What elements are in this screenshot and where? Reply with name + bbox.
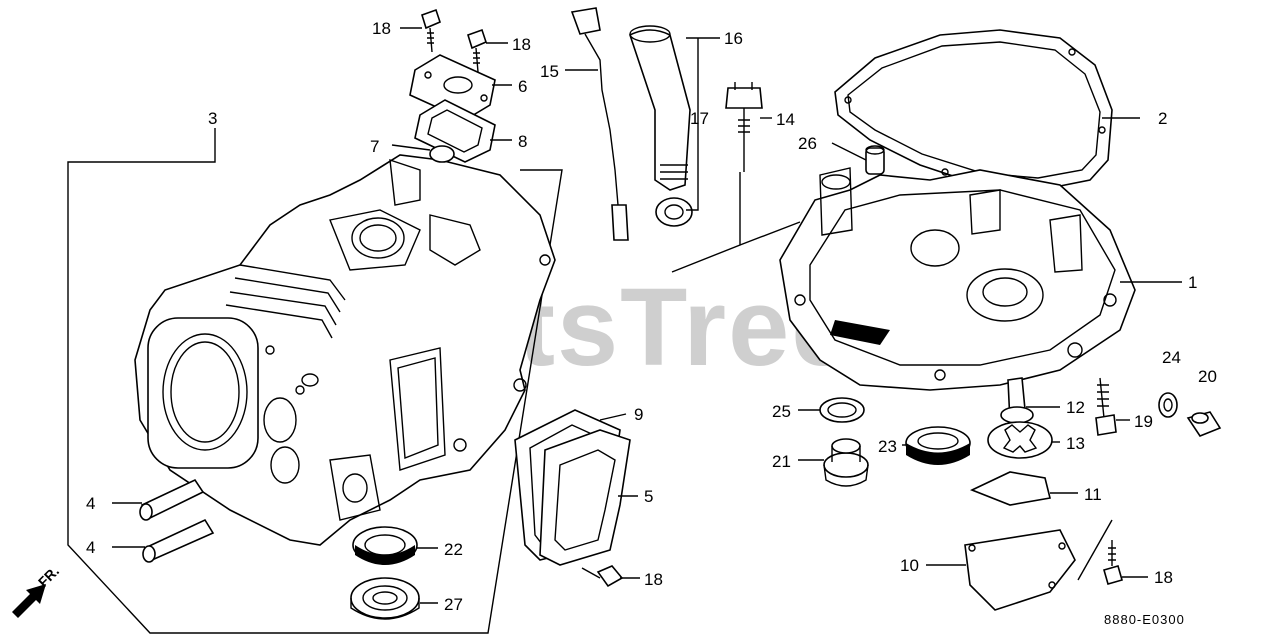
callout-18-c: 18 [644,570,663,589]
side-cover-5[interactable] [539,429,631,566]
callout-numbers: 1 2 3 4 4 5 6 7 8 9 10 11 12 13 14 15 16… [86,19,1217,614]
diagram-code: 8880-E0300 [1104,612,1185,627]
callout-1: 1 [1188,273,1197,292]
drain-plug-21[interactable] [823,438,869,487]
oil-pump-rotor-13[interactable] [987,421,1053,459]
oil-level-switch-14[interactable] [725,82,763,172]
dowel-pin-26[interactable] [865,145,885,175]
callout-24: 24 [1162,348,1181,367]
pump-cover-plate-10[interactable] [964,529,1076,611]
ball-bearing-27[interactable] [350,577,420,620]
oil-filler-tube-16[interactable] [629,25,691,191]
callout-14: 14 [776,110,795,129]
leader-lines [112,27,1182,604]
flange-bolt-18-bottom-center[interactable] [581,565,624,588]
callout-17: 17 [690,109,709,128]
callout-2: 2 [1158,109,1167,128]
pump-cover-gasket-11[interactable] [969,471,1051,506]
front-direction-arrow: FR. [12,563,62,618]
callout-12: 12 [1066,398,1085,417]
callout-7: 7 [370,137,379,156]
breather-gasket-8[interactable] [414,99,496,163]
callout-20: 20 [1198,367,1217,386]
oil-sensor-wire-15[interactable] [570,7,629,241]
dowel-pin-upper[interactable] [139,478,205,521]
o-ring-25[interactable] [819,397,865,423]
callout-5: 5 [644,487,653,506]
callout-18-d: 18 [1154,568,1173,587]
callout-4-upper: 4 [86,494,95,513]
breather-plate-6[interactable] [409,54,496,121]
callout-9: 9 [634,405,643,424]
callout-6: 6 [518,77,527,96]
flange-bolt-18-top-right[interactable] [467,28,487,73]
dowel-pin-lower[interactable] [142,518,215,563]
bolt-19[interactable] [1095,377,1117,436]
crankcase-gasket-2[interactable] [834,29,1113,191]
callout-25: 25 [772,402,791,421]
callout-11: 11 [1084,485,1102,504]
callout-10: 10 [900,556,919,575]
breather-valve-7[interactable] [429,145,455,163]
plug-bolt-20[interactable] [1186,411,1222,437]
callout-15: 15 [540,62,559,81]
callout-26: 26 [798,134,817,153]
flange-bolt-18-top-left[interactable] [421,8,441,53]
callout-3: 3 [208,109,217,128]
sealing-washer-24[interactable] [1158,392,1178,418]
callout-16: 16 [724,29,743,48]
crankcase-cover-1[interactable] [779,167,1136,391]
callout-23: 23 [878,437,897,456]
cylinder-block[interactable] [134,154,556,546]
oil-pump-shaft-12[interactable] [1000,377,1034,424]
callout-18-b: 18 [512,35,531,54]
callout-27: 27 [444,595,463,614]
callout-8: 8 [518,132,527,151]
callout-19: 19 [1134,412,1153,431]
front-label: FR. [35,563,62,590]
oil-seal-22[interactable] [352,526,418,565]
flange-bolt-18-bottom-right[interactable] [1103,540,1123,585]
callout-18-a: 18 [372,19,391,38]
filler-tube-nut-17[interactable] [655,197,693,227]
callout-22: 22 [444,540,463,559]
oil-seal-23[interactable] [905,426,971,465]
callout-4-lower: 4 [86,538,95,557]
callout-21: 21 [772,452,791,471]
callout-13: 13 [1066,434,1085,453]
